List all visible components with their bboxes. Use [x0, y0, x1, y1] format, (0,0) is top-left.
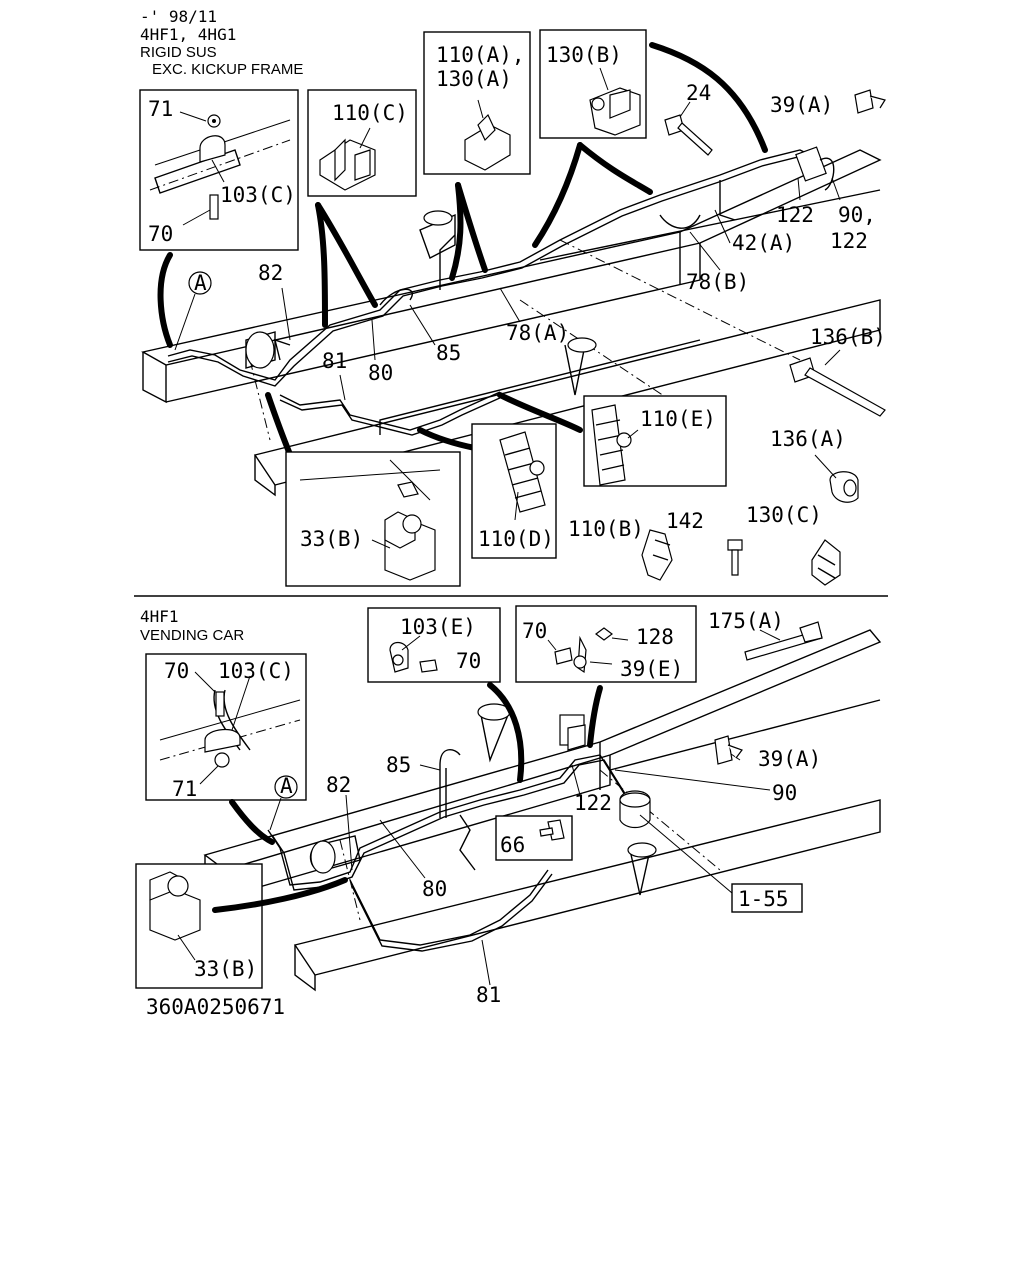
- bottom-detail-66: [495, 815, 573, 861]
- label-39e: 39(E): [620, 657, 683, 681]
- top-detail-33b: [285, 451, 461, 587]
- top-detail-110d: [471, 423, 557, 559]
- label-70-clamp: 70: [164, 659, 189, 683]
- label-122-bottom: 122: [574, 791, 612, 815]
- label-130c: 130(C): [746, 503, 822, 527]
- bottom-part-175a: [744, 621, 823, 661]
- label-110a: 110(A),: [436, 43, 525, 67]
- label-70-39e: 70: [522, 619, 547, 643]
- label-90: 90,: [838, 203, 876, 227]
- label-128: 128: [636, 625, 674, 649]
- label-85: 85: [436, 341, 461, 365]
- label-70-103e: 70: [456, 649, 481, 673]
- bottom-fuel-lines: [267, 724, 651, 952]
- label-142: 142: [666, 509, 704, 533]
- bottom-header-engine: 4HF1: [140, 607, 179, 626]
- top-header-frame: EXC. KICKUP FRAME: [152, 61, 303, 78]
- label-122: 122: [776, 203, 814, 227]
- label-33b: 33(B): [300, 527, 363, 551]
- label-24: 24: [686, 81, 711, 105]
- drawing-number: 360A0250671: [146, 995, 285, 1019]
- label-39a-bottom: 39(A): [758, 747, 821, 771]
- label-110b: 110(B): [568, 517, 644, 541]
- label-136a: 136(A): [770, 427, 846, 451]
- label-33b-bottom: 33(B): [194, 957, 257, 981]
- label-70: 70: [148, 222, 173, 246]
- top-loose-parts: [641, 89, 886, 586]
- bottom-detail-clamp: [145, 653, 307, 801]
- label-136b: 136(B): [810, 325, 886, 349]
- label-90-bottom: 90: [772, 781, 797, 805]
- label-103c-bottom: 103(C): [218, 659, 294, 683]
- top-detail-110a: [423, 31, 531, 175]
- top-header-suspension: RIGID SUS: [140, 44, 217, 61]
- label-110e: 110(E): [640, 407, 716, 431]
- top-frame: [141, 149, 882, 497]
- top-header-engine: 4HF1, 4HG1: [140, 25, 236, 44]
- label-66: 66: [500, 833, 525, 857]
- top-small-leaders: [174, 177, 841, 401]
- label-85-bottom: 85: [386, 753, 411, 777]
- top-labels: 71 103(C) 70 110(C) 110(A), 130(A) 130(B…: [148, 43, 886, 551]
- label-39a: 39(A): [770, 93, 833, 117]
- bottom-small-leaders: [269, 735, 803, 986]
- top-detail-130b: [539, 29, 647, 139]
- label-81: 81: [322, 349, 347, 373]
- label-80: 80: [368, 361, 393, 385]
- label-82-bottom: 82: [326, 773, 351, 797]
- label-130a: 130(A): [436, 67, 512, 91]
- label-82: 82: [258, 261, 283, 285]
- top-section: -' 98/11 4HF1, 4HG1 RIGID SUS EXC. KICKU…: [139, 7, 886, 587]
- top-header-date: -' 98/11: [140, 7, 217, 26]
- label-81-bottom: 81: [476, 983, 501, 1007]
- label-1-55: 1-55: [738, 887, 789, 911]
- bottom-detail-103e: [367, 607, 501, 683]
- label-110c: 110(C): [332, 101, 408, 125]
- label-122b: 122: [830, 229, 868, 253]
- label-a-bottom: A: [280, 774, 293, 798]
- label-110d: 110(D): [478, 527, 554, 551]
- label-78b: 78(B): [686, 270, 749, 294]
- top-detail-110c: [307, 89, 417, 197]
- label-80-bottom: 80: [422, 877, 447, 901]
- bottom-labels: 103(E) 70 70 128 39(E) 175(A) 70 103(C) …: [164, 609, 821, 1007]
- label-130b: 130(B): [546, 43, 622, 67]
- label-71-bottom: 71: [172, 777, 197, 801]
- label-42a: 42(A): [732, 231, 795, 255]
- bottom-detail-39e: [515, 605, 697, 683]
- top-detail-clamp: [139, 89, 299, 251]
- label-103c: 103(C): [220, 183, 296, 207]
- label-103e: 103(E): [400, 615, 476, 639]
- label-71: 71: [148, 97, 173, 121]
- bottom-leader-lines: [212, 682, 603, 913]
- label-175a: 175(A): [708, 609, 784, 633]
- bottom-header-vehicle: VENDING CAR: [140, 627, 244, 644]
- bottom-detail-33b: [135, 863, 263, 989]
- label-78a: 78(A): [506, 321, 569, 345]
- label-a: A: [194, 271, 207, 295]
- bottom-section: 4HF1 VENDING CAR: [135, 605, 882, 1019]
- top-fuel-lines: [167, 146, 835, 436]
- top-detail-110e: [583, 395, 727, 487]
